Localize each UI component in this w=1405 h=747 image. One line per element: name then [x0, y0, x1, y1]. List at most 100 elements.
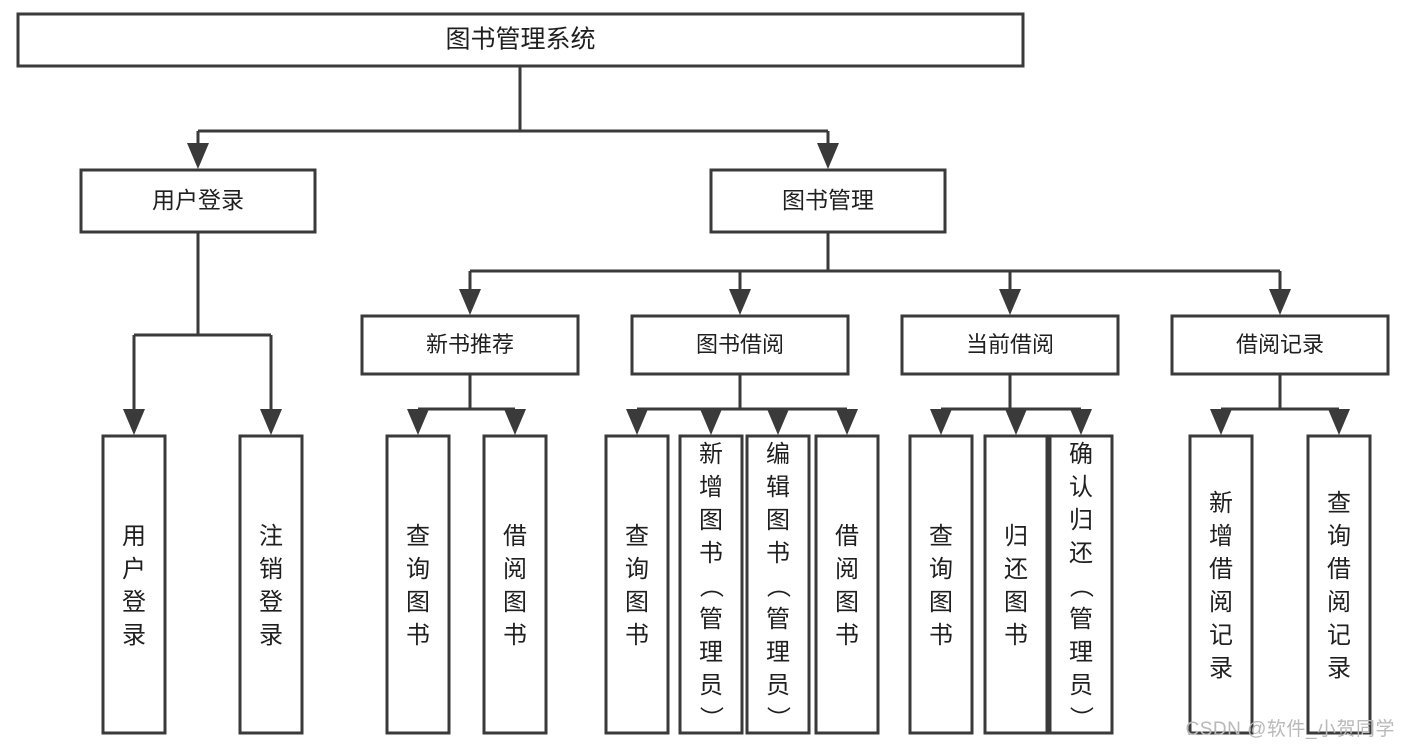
arrow-head-icon — [700, 409, 722, 435]
leaf-label-char: 认 — [1069, 474, 1093, 501]
csdn-watermark: CSDN @软件_小贺同学 — [1185, 719, 1395, 740]
leaf-label-char: 理 — [699, 639, 723, 666]
leaf-leaf-borrow-book-1[interactable]: 借阅图书借阅图书 — [482, 434, 548, 735]
leaf-label-char: 书 — [699, 540, 723, 567]
leaf-label-char: 书 — [503, 622, 527, 649]
leaf-label-char: 录 — [122, 622, 146, 649]
leaf-label-char: ） — [1067, 706, 1094, 730]
leaf-label-char: 编 — [766, 441, 790, 468]
leaf-label-char: 还 — [1069, 540, 1093, 567]
leaf-label-char: 书 — [625, 622, 649, 649]
arrow-head-icon — [930, 409, 952, 435]
leaf-label-char: 理 — [766, 639, 790, 666]
leaf-label-char: 记 — [1209, 622, 1233, 649]
leaf-label-char: 查 — [1327, 490, 1351, 517]
leaf-label-char: 图 — [699, 507, 723, 534]
leaf-label-char: 新 — [699, 441, 723, 468]
arrow-head-icon — [767, 409, 789, 435]
leaf-leaf-query-book-2[interactable]: 查询图书查询图书 — [604, 434, 670, 735]
node-root[interactable]: 图书管理系统 — [16, 12, 1025, 68]
leaf-leaf-add-record[interactable]: 新增借阅记录新增借阅记录 — [1188, 434, 1254, 735]
node-label: 借阅记录 — [1236, 332, 1324, 357]
leaf-label-char: 管 — [1069, 606, 1093, 633]
leaf-label-char: 借 — [1209, 556, 1233, 583]
leaf-label-char: 辑 — [766, 474, 790, 501]
arrow-head-icon — [1269, 289, 1291, 315]
node-layer: 图书管理系统用户登录图书管理新书推荐图书借阅当前借阅借阅记录用户登录用户登录注销… — [16, 12, 1390, 735]
leaf-label-char: 增 — [699, 474, 723, 501]
leaf-label-char: 图 — [625, 589, 649, 616]
leaf-leaf-query-book-1[interactable]: 查询图书查询图书 — [385, 434, 451, 735]
leaf-label-char: 阅 — [835, 556, 859, 583]
leaf-leaf-borrow-book-2[interactable]: 借阅图书借阅图书 — [814, 434, 880, 735]
arrow-head-icon — [459, 289, 481, 315]
leaf-label-char: 员 — [766, 672, 790, 699]
leaf-label-char: 归 — [1004, 523, 1028, 550]
leaf-label-char: 图 — [503, 589, 527, 616]
leaf-label-char: 查 — [406, 523, 430, 550]
leaf-label-char: 书 — [1004, 622, 1028, 649]
leaf-leaf-user-login[interactable]: 用户登录用户登录 — [101, 434, 167, 735]
arrow-head-icon — [817, 143, 839, 169]
leaf-label-char: ） — [764, 706, 791, 730]
leaf-label-char: 图 — [406, 589, 430, 616]
arrow-head-icon — [1328, 409, 1350, 435]
arrow-head-icon — [626, 409, 648, 435]
leaf-label-char: 询 — [929, 556, 953, 583]
leaf-label-char: 书 — [406, 622, 430, 649]
leaf-label-char: 录 — [1327, 655, 1351, 682]
node-borrow-record[interactable]: 借阅记录 — [1170, 314, 1390, 376]
leaf-label-char: 阅 — [1327, 589, 1351, 616]
arrow-head-icon — [407, 409, 429, 435]
leaf-label-char: （ — [697, 574, 724, 598]
leaf-label-char: 归 — [1069, 507, 1093, 534]
leaf-leaf-query-book-3[interactable]: 查询图书查询图书 — [908, 434, 974, 735]
leaf-label-char: 图 — [929, 589, 953, 616]
arrow-head-icon — [123, 409, 145, 435]
leaf-label-char: 图 — [835, 589, 859, 616]
leaf-leaf-query-record[interactable]: 查询借阅记录查询借阅记录 — [1306, 434, 1372, 735]
connector-layer — [123, 66, 1350, 435]
leaf-label-char: 还 — [1004, 556, 1028, 583]
node-label: 图书管理 — [782, 187, 874, 213]
leaf-label-char: 管 — [699, 606, 723, 633]
leaf-label-char: 登 — [122, 589, 146, 616]
node-user-login[interactable]: 用户登录 — [79, 168, 317, 234]
arrow-head-icon — [729, 289, 751, 315]
arrow-head-icon — [187, 143, 209, 169]
leaf-label-char: 借 — [835, 523, 859, 550]
leaf-label-char: 借 — [503, 523, 527, 550]
arrow-head-icon — [999, 289, 1021, 315]
leaf-label-char: 用 — [122, 523, 146, 550]
leaf-label-char: ） — [697, 706, 724, 730]
leaf-label-char: 理 — [1069, 639, 1093, 666]
node-new-book-recommend[interactable]: 新书推荐 — [360, 314, 580, 376]
leaf-label-char: 记 — [1327, 622, 1351, 649]
arrow-head-icon — [1005, 409, 1027, 435]
leaf-label-char: 借 — [1327, 556, 1351, 583]
leaf-label-char: 阅 — [503, 556, 527, 583]
leaf-label-char: 注 — [259, 523, 283, 550]
node-label: 图书管理系统 — [445, 26, 595, 54]
leaf-label-char: 登 — [259, 589, 283, 616]
leaf-label-char: 销 — [259, 556, 283, 583]
leaf-leaf-logout[interactable]: 注销登录注销登录 — [238, 434, 304, 735]
node-book-manage[interactable]: 图书管理 — [709, 168, 947, 234]
leaf-label-char: 图 — [766, 507, 790, 534]
node-book-borrow[interactable]: 图书借阅 — [630, 314, 850, 376]
leaf-label-char: 新 — [1209, 490, 1233, 517]
leaf-label-char: 户 — [122, 556, 146, 583]
arrow-head-icon — [504, 409, 526, 435]
leaf-label-char: 录 — [1209, 655, 1233, 682]
leaf-label-char: 查 — [625, 523, 649, 550]
leaf-label-char: 书 — [835, 622, 859, 649]
leaf-label-char: 查 — [929, 523, 953, 550]
node-label: 当前借阅 — [966, 332, 1054, 357]
node-current-borrow[interactable]: 当前借阅 — [900, 314, 1120, 376]
arrow-head-icon — [836, 409, 858, 435]
leaf-leaf-return-book[interactable]: 归还图书归还图书 — [983, 434, 1049, 735]
